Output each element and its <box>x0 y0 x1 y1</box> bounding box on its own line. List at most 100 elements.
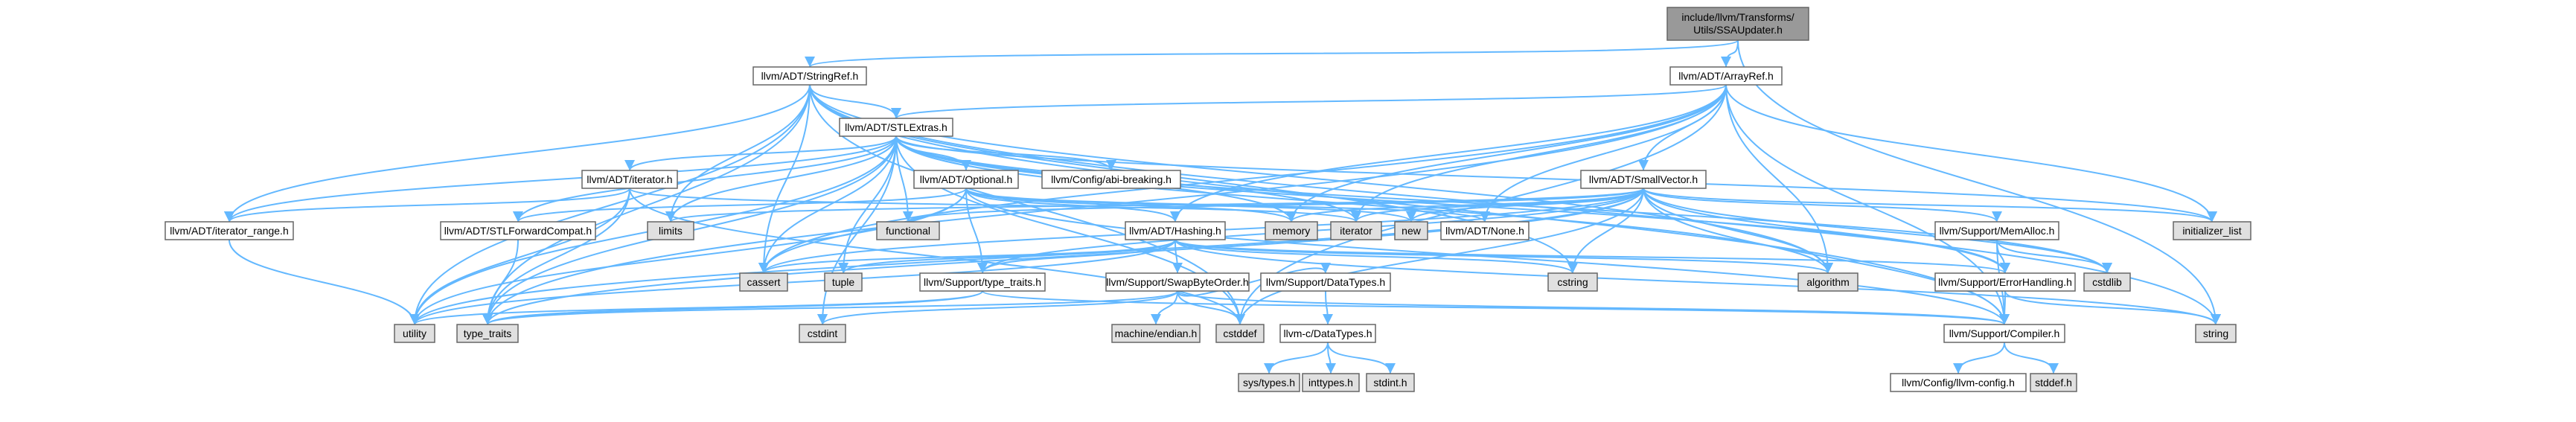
node-box <box>1260 272 1391 292</box>
node-label: llvm/ADT/iterator.h <box>587 173 672 185</box>
node-label: tuple <box>832 276 855 288</box>
node-errhandling[interactable]: llvm/Support/ErrorHandling.h <box>1934 272 2076 292</box>
edge-stlfwd-to-typetraits <box>482 239 519 325</box>
edge-hashing-to-cassert <box>758 239 1176 274</box>
node-hashing[interactable]: llvm/ADT/Hashing.h <box>1125 221 1226 240</box>
node-label: machine/endian.h <box>1115 327 1198 339</box>
node-stlfwd[interactable]: llvm/ADT/STLForwardCompat.h <box>440 221 596 240</box>
node-box <box>739 272 788 292</box>
node-memory: memory <box>1265 221 1318 240</box>
node-stringref[interactable]: llvm/ADT/StringRef.h <box>752 66 867 86</box>
edge-optional-to-hashing <box>965 188 1180 223</box>
node-iterator[interactable]: llvm/ADT/iterator.h <box>581 170 678 189</box>
node-none[interactable]: llvm/ADT/None.h <box>1440 221 1530 240</box>
node-label: type_traits <box>464 327 512 339</box>
node-abibreaking[interactable]: llvm/Config/abi-breaking.h <box>1041 170 1181 189</box>
node-utility: utility <box>394 324 435 343</box>
edge-stringref-to-utility <box>409 84 811 325</box>
header-nodes: include/llvm/Transforms/Utils/SSAUpdater… <box>164 7 2251 392</box>
edge-smallvector-to-utility <box>409 188 1644 325</box>
node-stlextras[interactable]: llvm/ADT/STLExtras.h <box>839 118 953 137</box>
edge-smallvector-to-algorithm <box>1643 188 1833 274</box>
node-typetraitsh[interactable]: llvm/Support/type_traits.h <box>919 272 1046 292</box>
node-machineendian: machine/endian.h <box>1111 324 1201 343</box>
node-label: new <box>1402 225 1422 237</box>
node-box <box>1934 221 2059 240</box>
edge-stringref-to-iterrange <box>224 84 811 223</box>
node-box <box>1943 324 2065 343</box>
edge-iterrange-to-utility <box>228 239 420 325</box>
node-label: llvm/ADT/ArrayRef.h <box>1678 70 1774 82</box>
node-box <box>2030 373 2077 392</box>
edge-smallvector-to-errhandling <box>1643 188 2010 274</box>
node-label: cstring <box>1557 276 1588 288</box>
node-box <box>1547 272 1598 292</box>
node-box <box>1265 221 1318 240</box>
node-label: llvm/ADT/Hashing.h <box>1129 225 1221 237</box>
node-label: utility <box>403 327 426 339</box>
node-label: algorithm <box>1806 276 1850 288</box>
edge-swapbyte-to-datatypes <box>1177 262 1331 297</box>
node-typetraits: type_traits <box>456 324 519 343</box>
node-box <box>1580 170 1707 189</box>
node-box <box>1105 272 1250 292</box>
node-smallvector[interactable]: llvm/ADT/SmallVector.h <box>1580 170 1707 189</box>
edge-stlextras-to-tuple <box>838 135 897 274</box>
edge-arrayref-to-algorithm <box>1725 84 1833 274</box>
node-compiler[interactable]: llvm/Support/Compiler.h <box>1943 324 2065 343</box>
edge-hashing-to-swapbyte <box>1172 239 1183 274</box>
edge-errhandling-to-compiler <box>1999 290 2010 325</box>
dependency-edges <box>224 39 2221 374</box>
edge-hashing-to-algorithm <box>1174 239 1833 274</box>
node-box <box>1302 373 1360 392</box>
node-label: llvm/ADT/iterator_range.h <box>170 225 289 237</box>
node-cdatatypes[interactable]: llvm-c/DataTypes.h <box>1279 324 1376 343</box>
node-label: string <box>2203 327 2228 339</box>
node-functional: functional <box>876 221 940 240</box>
node-cassert: cassert <box>739 272 788 292</box>
edge-arrayref-to-hashing <box>1170 84 1727 223</box>
node-iterrange[interactable]: llvm/ADT/iterator_range.h <box>164 221 294 240</box>
node-arrayref[interactable]: llvm/ADT/ArrayRef.h <box>1669 66 1783 86</box>
node-box <box>752 66 867 86</box>
node-memalloc[interactable]: llvm/Support/MemAlloc.h <box>1934 221 2059 240</box>
node-label: llvm/Config/llvm-config.h <box>1902 377 2015 389</box>
node-optional[interactable]: llvm/ADT/Optional.h <box>913 170 1019 189</box>
edge-hashing-to-string <box>1174 239 2221 325</box>
node-label: functional <box>886 225 930 237</box>
node-label: llvm/Support/ErrorHandling.h <box>1938 276 2072 288</box>
node-box <box>1125 221 1226 240</box>
edge-swapbyte-to-compiler <box>1177 290 2010 325</box>
edge-smallvector-to-compiler <box>1643 188 2010 325</box>
node-box <box>919 272 1046 292</box>
edge-stlextras-to-iterator <box>624 135 897 171</box>
edge-stlextras-to-stlfwd <box>513 135 897 223</box>
node-box <box>647 221 694 240</box>
node-label: llvm/Support/type_traits.h <box>924 276 1041 288</box>
node-box <box>581 170 678 189</box>
edge-errhandling-to-string <box>2004 290 2221 325</box>
node-swapbyte[interactable]: llvm/Support/SwapByteOrder.h <box>1105 272 1250 292</box>
node-root[interactable]: include/llvm/Transforms/Utils/SSAUpdater… <box>1666 7 1809 41</box>
edge-typetraitsh-to-utility <box>409 290 983 325</box>
node-box <box>1934 272 2076 292</box>
node-inttypes: inttypes.h <box>1302 373 1360 392</box>
node-box <box>394 324 435 343</box>
edge-smallvector-to-cstring <box>1567 188 1644 274</box>
node-box <box>913 170 1019 189</box>
node-cstddef: cstddef <box>1215 324 1265 343</box>
edge-smallvector-to-limits <box>665 188 1644 223</box>
edge-compiler-to-llvmconfig <box>1953 342 2005 374</box>
edge-iterator-to-utility <box>409 188 630 325</box>
node-box <box>1238 373 1300 392</box>
edge-swapbyte-to-typetraits <box>482 290 1178 325</box>
node-datatypes[interactable]: llvm/Support/DataTypes.h <box>1260 272 1391 292</box>
node-box <box>1440 221 1530 240</box>
node-llvmconfig[interactable]: llvm/Config/llvm-config.h <box>1890 373 2027 392</box>
node-box <box>1797 272 1859 292</box>
edge-smallvector-to-cstddef <box>1235 188 1644 325</box>
edge-iterator-to-typetraits <box>482 188 630 325</box>
edge-stlextras-to-iterrange <box>224 135 897 223</box>
node-box <box>1041 170 1181 189</box>
